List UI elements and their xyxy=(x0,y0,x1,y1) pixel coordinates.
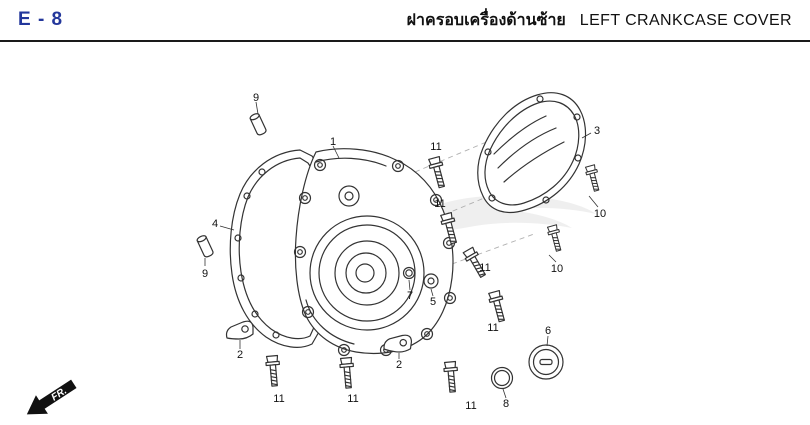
dowel-pin-part-9-left xyxy=(195,233,215,259)
callout-11-g: 11 xyxy=(465,400,476,412)
title-english: LEFT CRANKCASE COVER xyxy=(579,11,792,29)
page-titles: ฝาครอบเครื่องด้านซ้าย LEFT CRANKCASE COV… xyxy=(407,8,792,33)
callout-9-left: 9 xyxy=(202,268,208,280)
callout-2-b: 2 xyxy=(396,359,402,371)
callout-4: 4 xyxy=(212,218,218,230)
page-header: E - 8 ฝาครอบเครื่องด้านซ้าย LEFT CRANKCA… xyxy=(0,0,810,42)
callout-6: 6 xyxy=(545,325,551,337)
cap-part-6 xyxy=(528,344,564,380)
callout-11-d: 11 xyxy=(487,322,498,334)
callout-9-top: 9 xyxy=(253,92,259,104)
callout-1: 1 xyxy=(330,136,336,148)
callout-10-b: 10 xyxy=(551,263,563,275)
callout-11-f: 11 xyxy=(347,393,358,405)
callout-11-b: 11 xyxy=(434,198,445,210)
callout-3: 3 xyxy=(594,125,600,137)
crankcase-cover-part-1 xyxy=(293,148,457,357)
callout-2-a: 2 xyxy=(237,349,243,361)
oring-part-7 xyxy=(402,266,416,280)
oring-part-8 xyxy=(490,366,514,390)
callout-8: 8 xyxy=(503,398,509,410)
dowel-pin-part-9-top xyxy=(248,111,268,137)
callout-11-e: 11 xyxy=(273,393,284,405)
fr-direction-arrow: FR. xyxy=(26,379,77,415)
page-code: E - 8 xyxy=(18,9,64,30)
callout-11-c: 11 xyxy=(479,262,490,274)
callout-11-a: 11 xyxy=(430,141,441,153)
callout-10-a: 10 xyxy=(594,208,606,220)
callout-5: 5 xyxy=(430,296,436,308)
outer-cover-part-3 xyxy=(477,92,587,214)
callout-7: 7 xyxy=(407,290,413,302)
leader-lines xyxy=(204,101,599,399)
title-thai: ฝาครอบเครื่องด้านซ้าย xyxy=(406,11,566,29)
washer-bolt-part-5 xyxy=(423,273,439,289)
